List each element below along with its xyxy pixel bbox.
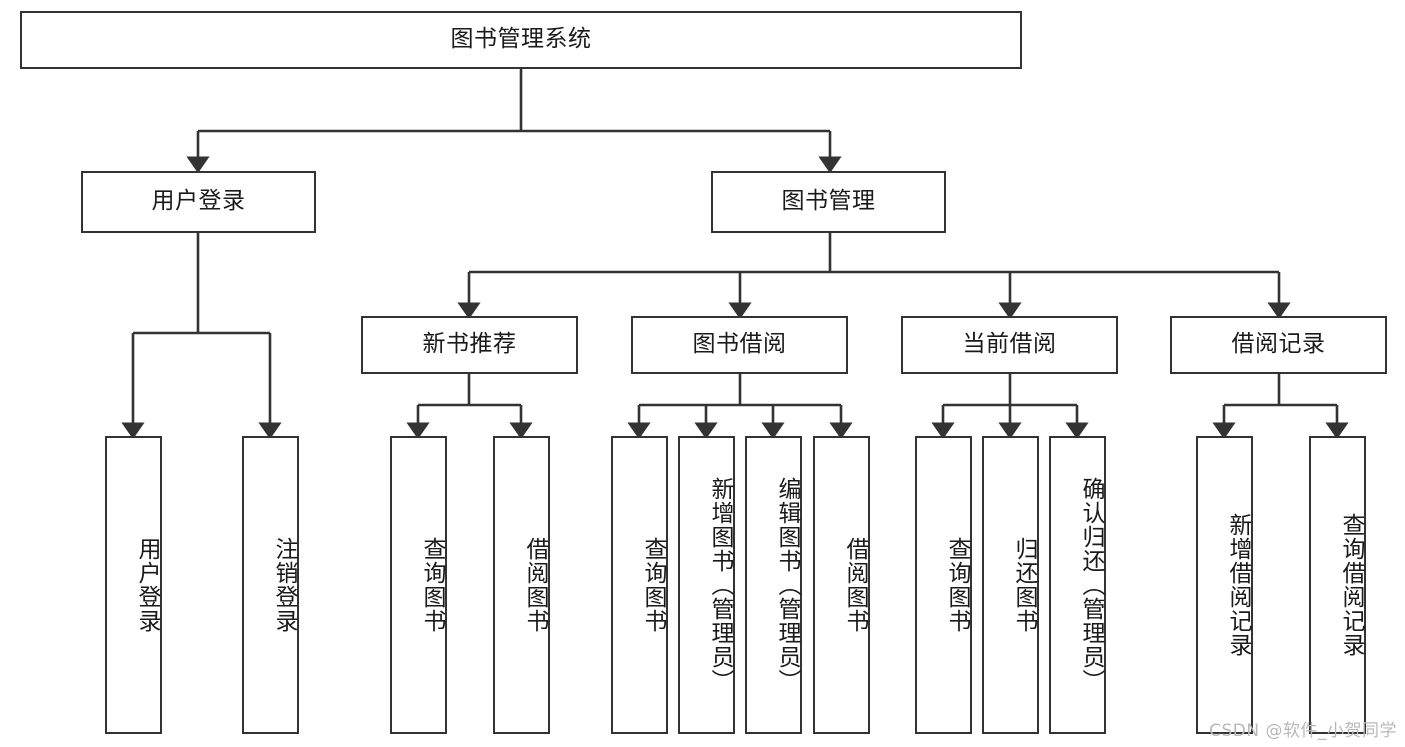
node-label: 新增借阅记录 (1225, 513, 1251, 657)
node-label: 借阅记录 (1231, 331, 1326, 358)
node-label: 当前借阅 (962, 331, 1057, 358)
node-label: 图书管理系统 (450, 26, 592, 53)
leaf-recommend-query-book[interactable]: 查询图书 (390, 436, 447, 734)
leaf-user-login-logout[interactable]: 注销登录 (242, 436, 299, 734)
leaf-borrow-borrow-book[interactable]: 借阅图书 (813, 436, 870, 734)
node-label: 图书借阅 (692, 331, 787, 358)
leaf-recommend-borrow-book[interactable]: 借阅图书 (493, 436, 550, 734)
node-label: 借阅图书 (522, 537, 548, 633)
leaf-borrow-add-book-admin[interactable]: 新增图书（管理员） (678, 436, 735, 734)
node-user-login[interactable]: 用户登录 (81, 171, 316, 233)
leaf-user-login-login[interactable]: 用户登录 (105, 436, 162, 734)
leaf-borrow-edit-book-admin[interactable]: 编辑图书（管理员） (745, 436, 802, 734)
node-root-system[interactable]: 图书管理系统 (20, 11, 1022, 69)
node-label: 新书推荐 (422, 331, 517, 358)
node-label: 用户登录 (134, 537, 160, 633)
node-label: 新增图书（管理员） (707, 477, 733, 693)
watermark-text: CSDN @软件_小贺同学 (1209, 721, 1397, 741)
node-label: 注销登录 (271, 537, 297, 633)
leaf-current-query-book[interactable]: 查询图书 (915, 436, 972, 734)
node-label: 归还图书 (1011, 537, 1037, 633)
node-current-borrow[interactable]: 当前借阅 (901, 316, 1118, 374)
node-label: 查询图书 (419, 537, 445, 633)
leaf-borrow-query-book[interactable]: 查询图书 (611, 436, 668, 734)
node-label: 查询借阅记录 (1338, 513, 1364, 657)
node-book-management[interactable]: 图书管理 (711, 171, 946, 233)
node-label: 查询图书 (640, 537, 666, 633)
node-label: 查询图书 (944, 537, 970, 633)
node-label: 编辑图书（管理员） (774, 477, 800, 693)
leaf-current-return-book[interactable]: 归还图书 (982, 436, 1039, 734)
node-label: 确认归还（管理员） (1078, 477, 1104, 693)
node-book-borrow[interactable]: 图书借阅 (631, 316, 848, 374)
leaf-record-query-record[interactable]: 查询借阅记录 (1309, 436, 1366, 734)
node-label: 用户登录 (151, 188, 246, 215)
node-borrow-record[interactable]: 借阅记录 (1170, 316, 1387, 374)
node-label: 图书管理 (781, 188, 876, 215)
leaf-current-confirm-return-admin[interactable]: 确认归还（管理员） (1049, 436, 1106, 734)
leaf-record-add-record[interactable]: 新增借阅记录 (1196, 436, 1253, 734)
node-new-book-recommend[interactable]: 新书推荐 (361, 316, 578, 374)
node-label: 借阅图书 (842, 537, 868, 633)
